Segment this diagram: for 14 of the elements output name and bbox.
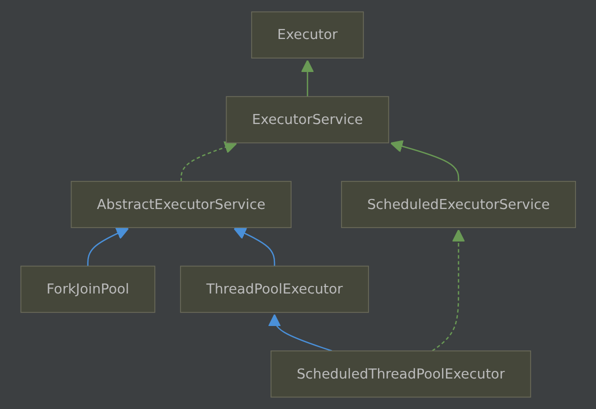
arrow bbox=[268, 314, 332, 352]
arrow bbox=[300, 60, 314, 97]
arrow bbox=[390, 140, 459, 182]
arrow bbox=[432, 229, 465, 352]
node-box: ExecutorService bbox=[226, 96, 389, 144]
arrow bbox=[180, 141, 237, 182]
node-box: ForkJoinPool bbox=[20, 266, 156, 313]
node-box: ScheduledThreadPoolExecutor bbox=[270, 350, 531, 398]
node-box: AbstractExecutorService bbox=[70, 180, 292, 228]
node-box: Executor bbox=[250, 11, 364, 59]
node-box: ThreadPoolExecutor bbox=[180, 266, 369, 313]
arrow bbox=[87, 227, 129, 266]
node-box: ScheduledExecutorService bbox=[340, 180, 576, 228]
arrow bbox=[233, 227, 275, 266]
